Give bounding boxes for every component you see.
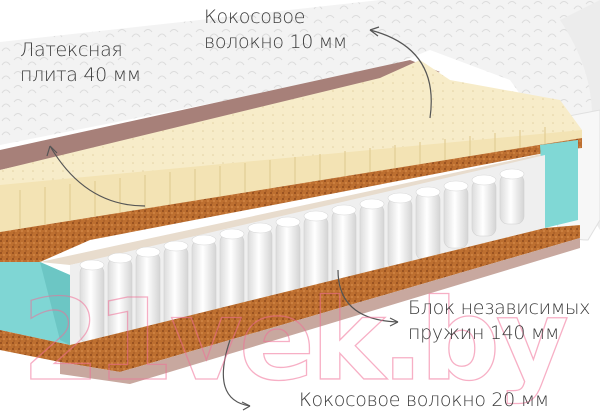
label-latex-line1: Латексная (20, 39, 123, 61)
label-coconut-top-line2: волокно 10 мм (204, 31, 347, 53)
foam-frame-right (540, 140, 578, 228)
pointer-arrows (46, 26, 432, 411)
label-latex: Латексная плита 40 мм (20, 38, 141, 88)
label-coconut-bottom: Кокосовое волокно 20 мм (299, 388, 549, 413)
label-springs: Блок независимых пружин 140 мм (408, 296, 590, 346)
coconut-bottom-layer (0, 225, 580, 372)
spring-block (70, 155, 545, 345)
spacer-layer (40, 150, 560, 265)
arrow-springs (337, 269, 399, 323)
label-coconut-top-line1: Кокосовое (204, 6, 306, 28)
label-springs-line2: пружин 140 мм (408, 322, 560, 344)
label-latex-line2: плита 40 мм (20, 64, 141, 86)
felt-layer (0, 60, 440, 170)
arrow-latex (49, 145, 146, 207)
arrow-coconut-top (369, 29, 432, 119)
label-coconut-bottom-line1: Кокосовое волокно 20 мм (299, 389, 549, 411)
latex-layer (0, 60, 582, 232)
label-springs-line1: Блок независимых (408, 297, 591, 319)
arrow-coconut-bottom (222, 339, 251, 407)
coconut-top-layer (0, 138, 582, 262)
label-coconut-top: Кокосовое волокно 10 мм (204, 5, 347, 55)
